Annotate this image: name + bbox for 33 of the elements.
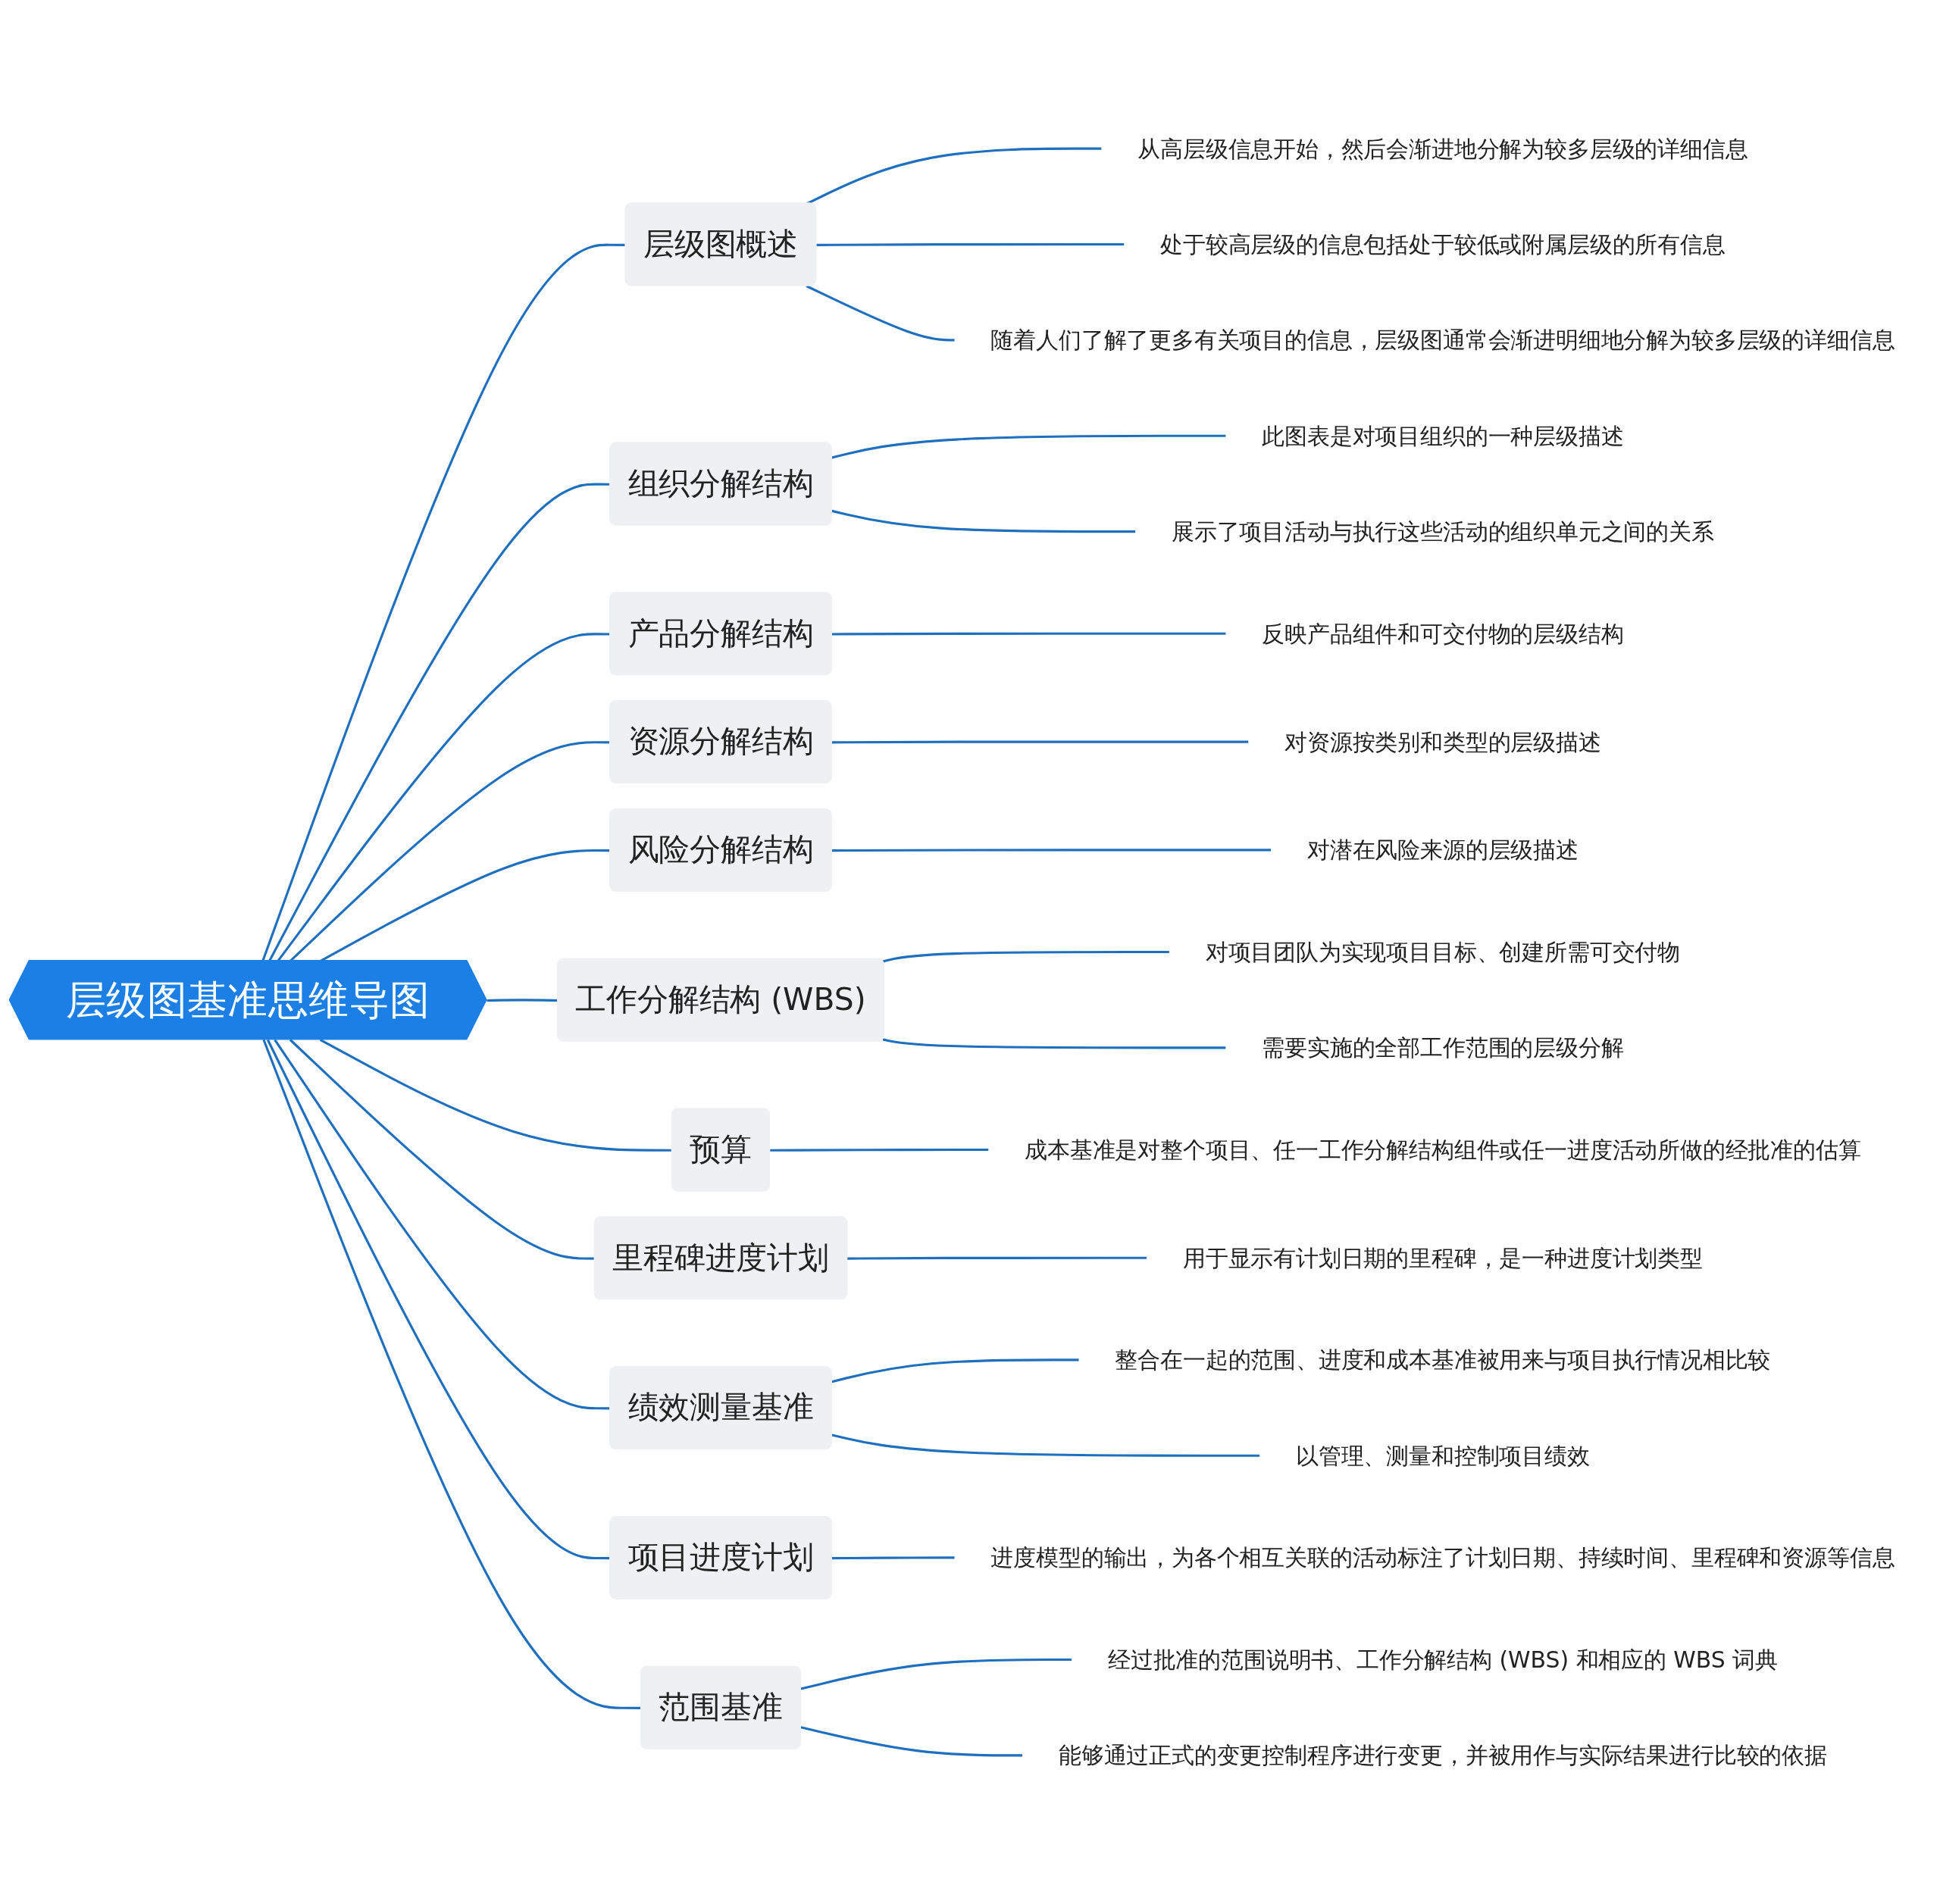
node-text: 用于显示有计划日期的里程碑，是一种进度计划类型 — [1182, 1244, 1703, 1271]
node-text: 成本基准是对整个项目、任一工作分解结构组件或任一进度活动所做的经批准的估算 — [1025, 1136, 1861, 1163]
connector — [831, 740, 1249, 744]
connector — [831, 1358, 1080, 1383]
node-text: 反映产品组件和可交付物的层级结构 — [1262, 620, 1624, 647]
connector — [847, 1256, 1147, 1260]
connector — [831, 509, 1136, 533]
node-text: 经过批准的范围说明书、工作分解结构 (WBS) 和相应的 WBS 词典 — [1107, 1646, 1778, 1673]
connector — [831, 1556, 956, 1560]
node-text: 对项目团队为实现项目目标、创建所需可交付物 — [1205, 938, 1681, 965]
node-text: 展示了项目活动与执行这些活动的组织单元之间的关系 — [1171, 517, 1714, 545]
node-text: 对潜在风险来源的层级描述 — [1306, 836, 1579, 863]
node-text: 以管理、测量和控制项目绩效 — [1296, 1442, 1590, 1469]
connector — [800, 1726, 1023, 1757]
connector — [800, 1658, 1072, 1690]
node-text: 处于较高层级的信息包括处于较低或附属层级的所有信息 — [1160, 230, 1726, 258]
connector — [882, 1038, 1227, 1049]
node-text: 此图表是对项目组织的一种层级描述 — [1262, 422, 1624, 449]
node-text: 需要实施的全部工作范围的层级分解 — [1262, 1034, 1624, 1061]
connector — [831, 1433, 1260, 1457]
connector — [806, 285, 956, 342]
node-text: 整合在一起的范围、进度和成本基准被用来与项目执行情况相比较 — [1115, 1346, 1771, 1373]
connector — [816, 242, 1125, 246]
connector — [882, 950, 1170, 963]
connector — [831, 434, 1227, 459]
node-text: 从高层级信息开始，然后会渐进地分解为较多层级的详细信息 — [1137, 135, 1748, 162]
connector — [831, 632, 1227, 636]
node-text: 进度模型的输出，为各个相互关联的活动标注了计划日期、持续时间、里程碑和资源等信息 — [990, 1544, 1895, 1571]
node-text: 能够通过正式的变更控制程序进行变更，并被用作与实际结果进行比较的依据 — [1058, 1742, 1827, 1768]
node-text: 随着人们了解了更多有关项目的信息，层级图通常会渐进明细地分解为较多层级的详细信息 — [990, 327, 1895, 353]
connector — [831, 849, 1272, 852]
node-text: 对资源按类别和类型的层级描述 — [1284, 728, 1601, 755]
connector — [770, 1148, 990, 1152]
